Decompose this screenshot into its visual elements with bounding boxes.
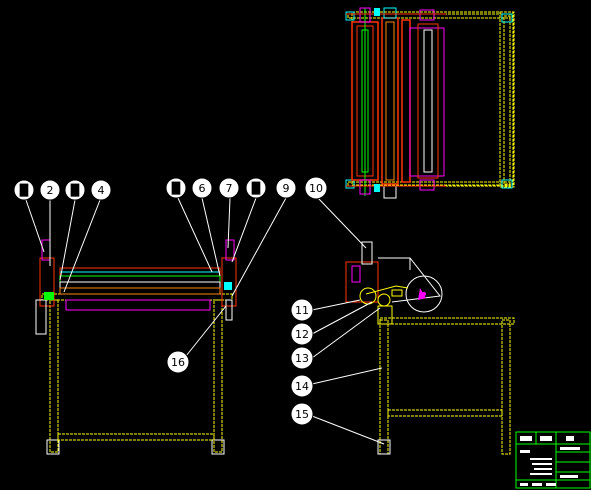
svg-text:9: 9 (283, 182, 290, 195)
svg-text:█: █ (171, 181, 181, 195)
svg-text:12: 12 (295, 328, 309, 341)
leader-lines (25, 197, 385, 445)
balloon-11: 11 (290, 298, 314, 322)
top-view (345, 7, 515, 199)
svg-text:13: 13 (295, 352, 309, 365)
balloon-8: █ (245, 177, 267, 199)
svg-text:7: 7 (226, 182, 233, 195)
balloon-15: 15 (290, 402, 314, 426)
balloon-9: 9 (275, 177, 297, 199)
title-block (515, 431, 591, 489)
svg-text:█: █ (251, 181, 261, 195)
side-view (345, 241, 515, 455)
svg-text:4: 4 (98, 184, 105, 197)
balloon-14: 14 (290, 374, 314, 398)
balloon-10: 10 (304, 176, 328, 200)
front-view (35, 239, 237, 455)
svg-text:█: █ (70, 183, 80, 197)
balloon-3: █ (64, 179, 86, 201)
svg-text:2: 2 (47, 184, 54, 197)
balloon-4: 4 (90, 179, 112, 201)
balloon-1: █ (13, 179, 35, 201)
svg-text:11: 11 (295, 304, 309, 317)
balloon-5: █ (165, 177, 187, 199)
balloon-7: 7 (218, 177, 240, 199)
balloon-13: 13 (290, 346, 314, 370)
svg-text:█: █ (19, 183, 29, 197)
svg-text:6: 6 (199, 182, 206, 195)
balloon-2: 2 (39, 179, 61, 201)
svg-text:16: 16 (171, 356, 185, 369)
balloon-12: 12 (290, 322, 314, 346)
balloon-16: 16 (166, 350, 190, 374)
svg-text:15: 15 (295, 408, 309, 421)
balloon-6: 6 (191, 177, 213, 199)
svg-text:14: 14 (295, 380, 309, 393)
svg-text:10: 10 (309, 182, 323, 195)
